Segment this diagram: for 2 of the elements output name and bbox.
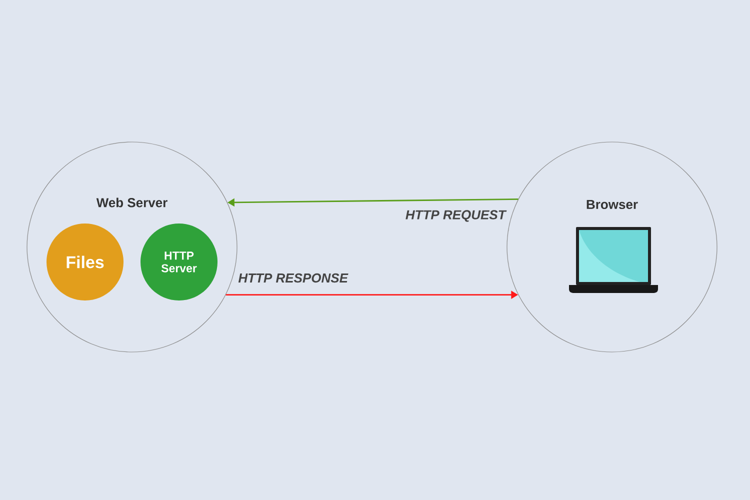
edge-label: HTTP RESPONSE (238, 273, 348, 283)
edge-label: HTTP REQUEST (406, 210, 507, 222)
